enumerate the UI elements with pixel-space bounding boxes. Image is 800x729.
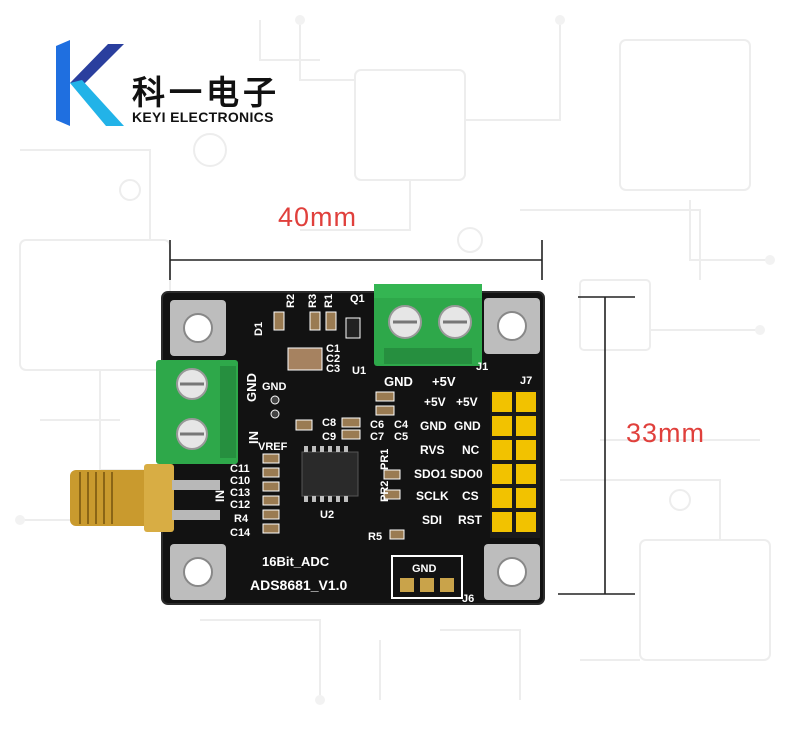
pin-header-j7[interactable] (490, 390, 540, 538)
height-dimension-line (558, 296, 635, 595)
ref-c2: C2 (326, 353, 340, 365)
ref-c7: C7 (370, 431, 384, 443)
side-terminal-gnd: GND (244, 373, 259, 402)
pin-label-left-1: +5V (424, 395, 446, 409)
ref-q1: Q1 (350, 293, 365, 305)
ref-r2: R2 (285, 294, 297, 308)
transistor-q1 (345, 317, 361, 339)
pin-label-right-4: SDO0 (450, 467, 483, 481)
ref-u2: U2 (320, 509, 334, 521)
pin-label-right-1: +5V (456, 395, 478, 409)
side-screw-terminal (156, 360, 238, 464)
ref-c8: C8 (322, 417, 336, 429)
side-terminal-in: IN (246, 431, 261, 444)
ref-r5: R5 (368, 531, 382, 543)
pin-label-left-3: RVS (420, 443, 444, 457)
ref-u1: U1 (352, 365, 366, 377)
test-points (270, 395, 280, 419)
ref-c14: C14 (230, 527, 251, 539)
sma-connector (70, 464, 220, 532)
pin-label-right-2: GND (454, 419, 481, 433)
ref-gnd-tp: GND (262, 381, 287, 393)
ref-d1: D1 (253, 322, 265, 336)
board-title-line2: ADS8681_V1.0 (250, 577, 348, 593)
brand-name-chinese: 科一电子 (132, 73, 280, 112)
pcb-board (162, 292, 544, 604)
height-dimension-label: 33mm (626, 418, 706, 448)
width-dimension-line (169, 240, 543, 280)
ref-j6: J6 (462, 593, 474, 605)
ref-r1: R1 (323, 294, 335, 308)
ref-pr2: PR2 (379, 481, 391, 502)
passive-components (262, 311, 405, 540)
ref-c6: C6 (370, 419, 384, 431)
ref-c11: C11 (230, 463, 250, 475)
ref-vref: VREF (258, 441, 288, 453)
ref-pr1: PR1 (379, 449, 391, 470)
ref-c12: C12 (230, 499, 250, 511)
pin-label-left-6: SDI (422, 513, 442, 527)
pin-label-left-4: SDO1 (414, 467, 447, 481)
ref-c5: C5 (394, 431, 408, 443)
sma-label-in: IN (213, 490, 227, 502)
gnd-header-label: GND (412, 563, 437, 575)
ref-c9: C9 (322, 431, 336, 443)
ref-c10: C10 (230, 475, 250, 487)
gnd-header-j6 (391, 555, 463, 599)
ref-r3: R3 (307, 294, 319, 308)
brand-name-english: KEYI ELECTRONICS (132, 109, 274, 125)
ref-c3: C3 (326, 363, 340, 375)
mounting-hole (170, 298, 540, 600)
ref-c1: C1 (326, 343, 340, 355)
keyi-logo-icon (56, 40, 124, 126)
pin-label-right-6: RST (458, 513, 483, 527)
pin-label-left-5: SCLK (416, 489, 449, 503)
pin-label-left-2: GND (420, 419, 447, 433)
ref-r4: R4 (234, 513, 249, 525)
terminal-label-5v: +5V (432, 374, 456, 389)
pin-label-right-3: NC (462, 443, 480, 457)
terminal-label-gnd: GND (384, 374, 413, 389)
ref-c13: C13 (230, 487, 250, 499)
top-screw-terminal (374, 284, 482, 366)
width-dimension-label: 40mm (278, 202, 358, 232)
ref-c4: C4 (394, 419, 409, 431)
adc-chip-u2 (301, 446, 359, 502)
board-title-line1: 16Bit_ADC (262, 554, 330, 569)
ref-j1: J1 (476, 361, 488, 373)
pin-label-right-5: CS (462, 489, 479, 503)
ref-j7: J7 (520, 375, 532, 387)
